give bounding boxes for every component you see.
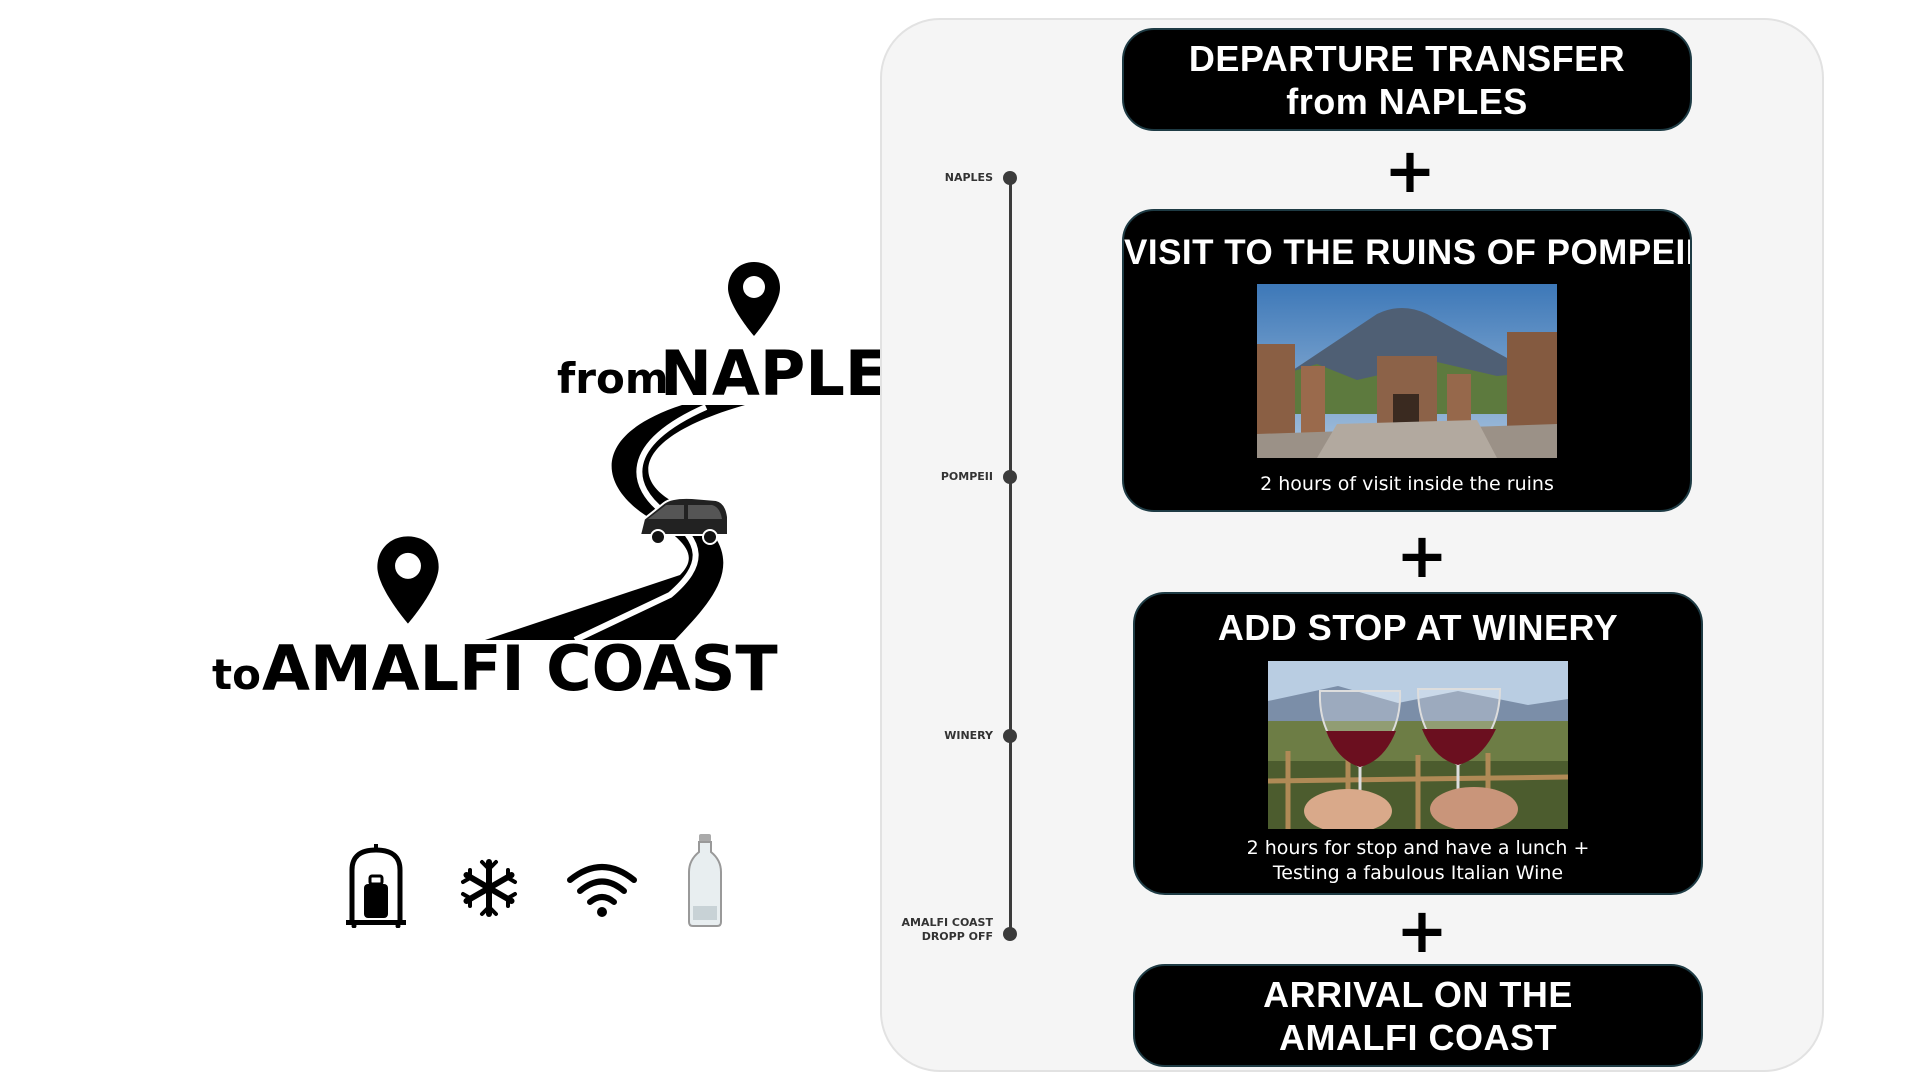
timeline-dot-amalfi bbox=[1003, 927, 1017, 941]
timeline-line bbox=[1009, 177, 1012, 931]
arrival-title-line2: AMALFI COAST bbox=[1279, 1017, 1557, 1058]
timeline-dot-naples bbox=[1003, 171, 1017, 185]
arrival-title-line1: ARRIVAL ON THE bbox=[1263, 974, 1573, 1015]
departure-card: DEPARTURE TRANSFER from NAPLES bbox=[1122, 28, 1692, 131]
pompeii-title: VISIT TO THE RUINS OF POMPEII bbox=[1124, 233, 1692, 272]
timeline-label-naples: NAPLES bbox=[944, 171, 993, 184]
luggage-trolley-icon bbox=[346, 844, 406, 928]
snowflake-icon bbox=[461, 859, 517, 917]
plus-icon: + bbox=[1396, 894, 1448, 967]
wine-glasses-photo bbox=[1268, 661, 1568, 829]
timeline-label-winery: WINERY bbox=[944, 729, 993, 742]
pompeii-ruins-photo bbox=[1257, 284, 1557, 458]
plus-icon: + bbox=[1396, 519, 1448, 592]
to-city: AMALFI COAST bbox=[262, 632, 778, 705]
timeline-dot-pompeii bbox=[1003, 470, 1017, 484]
naples-location-pin-icon bbox=[728, 262, 780, 336]
winery-subtitle-line1: 2 hours for stop and have a lunch + bbox=[1246, 837, 1590, 859]
departure-title-line2: from NAPLES bbox=[1286, 81, 1528, 122]
pompeii-subtitle: 2 hours of visit inside the ruins bbox=[1260, 473, 1554, 495]
winery-subtitle-line2: Testing a fabulous Italian Wine bbox=[1272, 862, 1564, 884]
to-word: to bbox=[212, 650, 261, 699]
timeline-label-amalfi: AMALFI COAST DROPP OFF bbox=[901, 916, 994, 943]
wifi-icon bbox=[567, 864, 637, 917]
itinerary-panel bbox=[880, 18, 1824, 1072]
arrival-card: ARRIVAL ON THE AMALFI COAST bbox=[1133, 964, 1703, 1067]
road-illustration bbox=[485, 404, 745, 643]
plus-icon: + bbox=[1384, 134, 1436, 207]
timeline-dot-winery bbox=[1003, 729, 1017, 743]
departure-title-line1: DEPARTURE TRANSFER bbox=[1188, 38, 1626, 79]
amalfi-location-pin-icon bbox=[377, 536, 439, 624]
water-bottle-icon bbox=[688, 834, 722, 927]
from-word: from bbox=[557, 354, 669, 403]
van-icon bbox=[638, 496, 729, 545]
winery-title: ADD STOP AT WINERY bbox=[1217, 607, 1619, 648]
pompeii-card: VISIT TO THE RUINS OF POMPEII 2 hours of… bbox=[1122, 209, 1692, 512]
timeline-label-pompeii: POMPEII bbox=[940, 470, 993, 483]
winery-card: ADD STOP AT WINERY 2 hours for stop and … bbox=[1133, 592, 1703, 895]
